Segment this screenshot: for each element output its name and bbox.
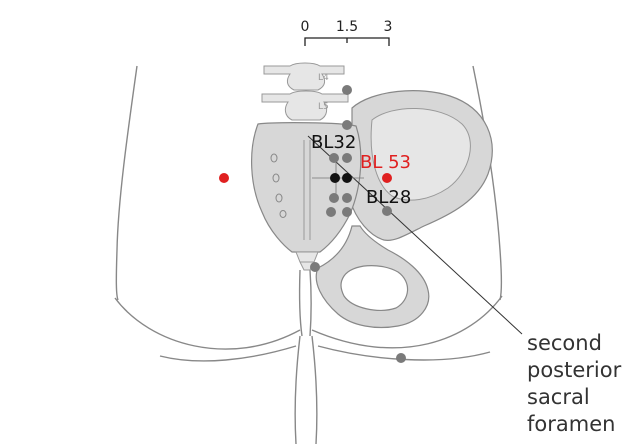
coccyx <box>295 251 319 271</box>
label-bl28: BL28 <box>366 187 411 208</box>
label-l5: L5 <box>318 102 329 112</box>
point-gray-s1-inner <box>329 153 339 163</box>
right-thigh-inner <box>311 335 318 444</box>
annotation-leader-line <box>307 135 523 335</box>
annotation-line-3: sacral <box>527 385 590 409</box>
body-outline <box>114 65 503 444</box>
label-bl53: BL 53 <box>360 152 411 173</box>
point-gray-s3-outer <box>342 193 352 203</box>
measurement-scale: 0 1.5 3 <box>301 19 393 46</box>
point-gray-s4-inner <box>326 207 336 217</box>
annotation-line-2: posterior <box>527 358 622 382</box>
point-gray-upper <box>342 120 352 130</box>
point-bl53-right <box>382 173 392 183</box>
sacral-crest <box>303 140 311 240</box>
point-labels: BL32 BL 53 BL28 <box>311 132 411 208</box>
annotation-line-1: second <box>527 331 602 355</box>
point-bl53-left <box>219 173 229 183</box>
vertebra-l5 <box>261 90 349 121</box>
lumbar-spine: L4 L5 <box>261 62 349 121</box>
point-gray-coccyx-side <box>310 262 320 272</box>
label-l4: L4 <box>318 73 329 83</box>
vertebra-l4 <box>263 62 345 91</box>
scale-tick-1-5: 1.5 <box>336 19 358 35</box>
scale-bar <box>304 37 390 46</box>
left-buttock-fold <box>114 297 301 350</box>
label-bl32: BL32 <box>311 132 356 153</box>
right-buttock-fold <box>311 295 503 349</box>
ilium-inner-contour <box>370 107 471 201</box>
annotation: second posterior sacral foramen <box>527 331 622 436</box>
point-gray-s3-lateral <box>382 206 392 216</box>
point-bl32 <box>330 173 340 183</box>
scale-tick-3: 3 <box>384 19 393 35</box>
left-thigh-inner <box>294 335 301 444</box>
acupoints <box>219 85 406 363</box>
right-flank-outline <box>472 65 503 301</box>
point-gray-l5-side <box>342 85 352 95</box>
point-gray-s3-inner <box>329 193 339 203</box>
left-gluteal-crease <box>159 345 297 362</box>
scale-tick-0: 0 <box>301 19 310 35</box>
left-flank-outline <box>115 65 138 301</box>
point-gray-s4-outer <box>342 207 352 217</box>
obturator-foramen <box>340 265 409 311</box>
point-bl28 <box>342 173 352 183</box>
point-gray-crease <box>396 353 406 363</box>
point-gray-s1-outer <box>342 153 352 163</box>
sacral-foramina-left <box>270 153 287 218</box>
gluteal-cleft <box>298 269 312 337</box>
annotation-line-4: foramen <box>527 412 615 436</box>
